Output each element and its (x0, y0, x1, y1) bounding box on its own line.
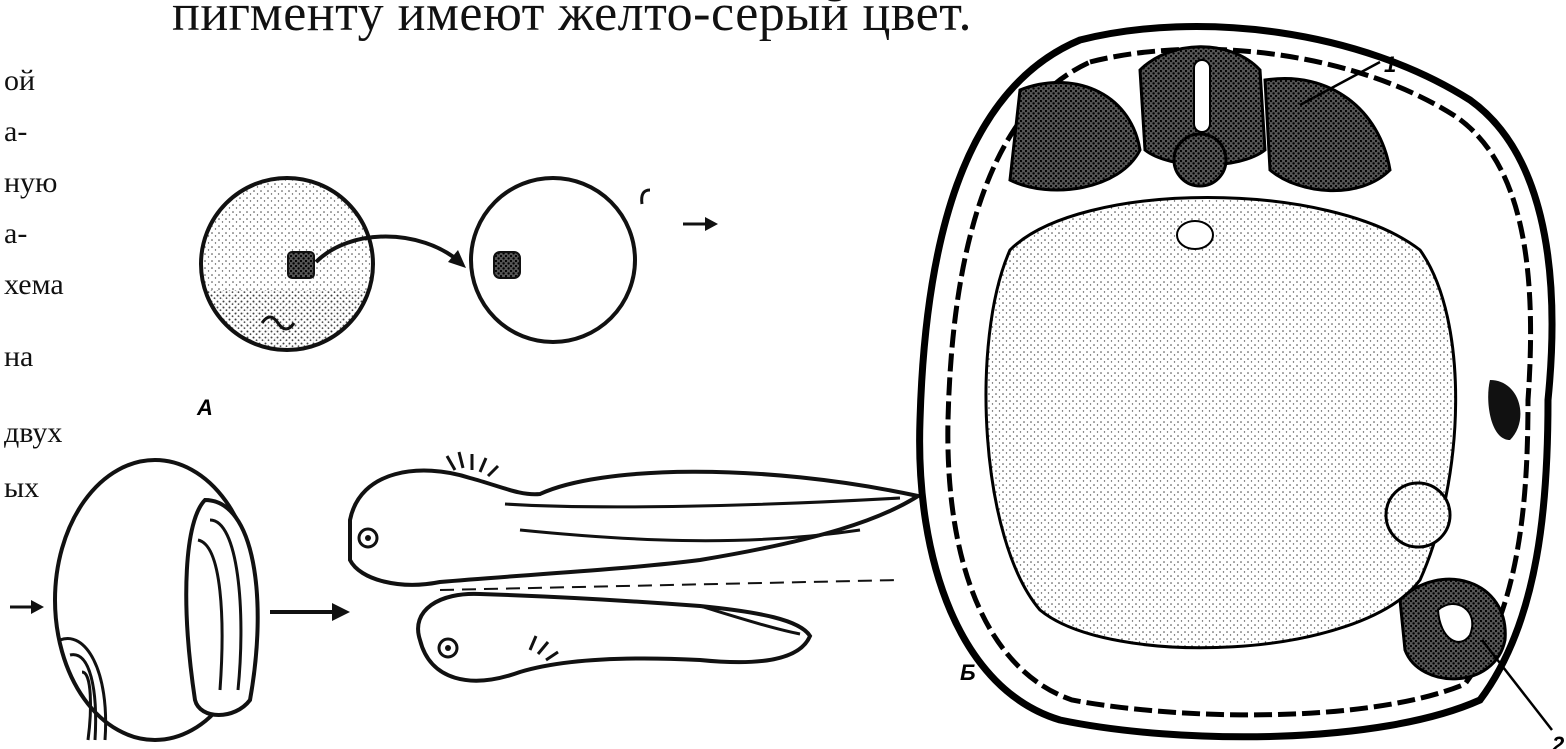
callout-label-2: 2 (1551, 732, 1565, 749)
graft-piece (288, 252, 314, 278)
panel-b-label: Б (960, 660, 976, 685)
callout-label-1: 1 (1384, 52, 1396, 77)
neurula-embryo (55, 460, 258, 740)
cross-section (920, 27, 1552, 737)
host-embryo (471, 178, 650, 342)
donor-embryo (190, 178, 390, 360)
panel-a-label: А (196, 395, 213, 420)
twin-larva (350, 452, 918, 681)
